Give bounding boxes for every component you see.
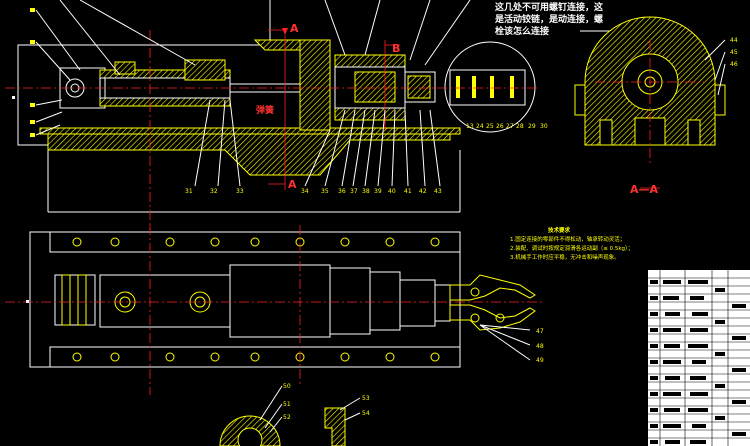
part-number: 29 <box>528 123 536 130</box>
part-number: 27 <box>506 123 514 130</box>
parts-list-table <box>648 270 750 446</box>
part-number: 13 <box>466 123 474 130</box>
plan-cylinder <box>99 274 231 328</box>
part-number: 48 <box>536 343 544 350</box>
section-a-bottom-label: A <box>288 178 297 191</box>
bottom-details: 50 51 52 53 54 <box>219 383 370 446</box>
elevation-view <box>5 0 540 230</box>
section-view-aa: 44 45 46 A—A <box>574 16 738 196</box>
part-number: 39 <box>374 188 382 195</box>
tech-item: 3.机械手工作时应平稳，无冲击和噪声现象。 <box>510 253 620 261</box>
part-number: 43 <box>434 188 442 195</box>
part-number: 35 <box>321 188 329 195</box>
gripper-finger-upper <box>449 274 536 301</box>
part-number: 54 <box>362 410 370 417</box>
detail-part-numbers: 13 24 25 26 27 28 29 30 <box>466 123 548 130</box>
tech-item: 1.固定连接的零部件不得松动，轴承转动灵活； <box>510 235 625 243</box>
part-number: 34 <box>301 188 309 195</box>
annotation-note: 这几处不可用螺钉连接，这 是活动铰链，是动连接，螺 栓该怎么连接 <box>494 1 620 37</box>
part-number: 44 <box>730 37 738 44</box>
part-number: 31 <box>185 188 193 195</box>
part-number: 40 <box>388 188 396 195</box>
detail-circle <box>444 41 536 133</box>
part-number: 24 <box>476 123 484 130</box>
part-number: 45 <box>730 49 738 56</box>
part-number: 52 <box>283 414 291 421</box>
part-number: 46 <box>730 61 738 68</box>
tech-item: 2.装配、调试时按规定润滑各运动副（≤ 0.5kg）； <box>510 244 633 252</box>
tech-requirements: 技术要求 1.固定连接的零部件不得松动，轴承转动灵活； 2.装配、调试时按规定润… <box>510 226 633 261</box>
part-number: 32 <box>210 188 218 195</box>
part-number: 41 <box>404 188 412 195</box>
spring-label: 弹簧 <box>256 104 274 116</box>
part-number: 53 <box>362 395 370 402</box>
gripper-finger-lower <box>449 304 536 331</box>
tech-title: 技术要求 <box>548 226 571 234</box>
part-number: 38 <box>362 188 370 195</box>
part-number: 51 <box>283 401 291 408</box>
part-number: 33 <box>236 188 244 195</box>
section-a-top-label: A <box>290 22 299 35</box>
note-line: 栓该怎么连接 <box>495 25 549 37</box>
part-number: 26 <box>496 123 504 130</box>
plan-view: 47 48 49 <box>5 225 545 395</box>
part-number: 28 <box>516 123 524 130</box>
section-b-top-label: B <box>392 42 400 55</box>
part-number: 37 <box>350 188 358 195</box>
note-line: 是活动铰链，是动连接，螺 <box>494 13 603 25</box>
part-number: 47 <box>536 328 544 335</box>
base-plate <box>47 129 451 176</box>
section-view-title: A—A <box>630 183 659 196</box>
part-number: 25 <box>486 123 494 130</box>
bracket-detail <box>324 407 346 446</box>
part-number: 30 <box>540 123 548 130</box>
part-number: 36 <box>338 188 346 195</box>
part-number: 50 <box>283 383 291 390</box>
support-column <box>299 39 331 131</box>
part-number: 42 <box>419 188 427 195</box>
note-line: 这几处不可用螺钉连接，这 <box>495 1 603 13</box>
top-part-numbers: 31 32 33 34 35 36 37 38 39 40 41 42 43 <box>185 188 442 195</box>
section-markers: A B A 弹簧 <box>256 22 400 191</box>
part-number: 49 <box>536 357 544 364</box>
